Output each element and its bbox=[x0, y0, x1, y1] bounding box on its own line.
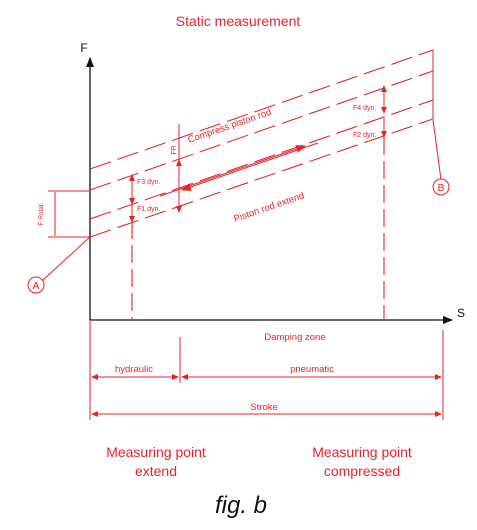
f3-label: F3 dyn. bbox=[137, 179, 160, 186]
marker-a-label: A bbox=[33, 281, 40, 292]
measuring-point-extend-line1: Measuring point bbox=[106, 444, 206, 460]
f2-label: F2 dyn. bbox=[353, 132, 376, 139]
stroke-label: Stroke bbox=[250, 402, 277, 413]
marker-a-leader bbox=[41, 236, 91, 282]
extend-label: Piston rod extend bbox=[232, 190, 305, 224]
marker-b-leader bbox=[432, 119, 442, 181]
diagram-title: Static measurement bbox=[176, 13, 301, 29]
figure-caption: fig. b bbox=[215, 492, 267, 519]
measuring-point-compressed-line2: compressed bbox=[324, 463, 400, 479]
measuring-point-extend-line2: extend bbox=[135, 463, 177, 479]
fr-label: FR bbox=[171, 145, 178, 154]
x-axis-label: S bbox=[457, 306, 465, 320]
marker-a-circle bbox=[27, 276, 45, 294]
f4-label: F4 dyn. bbox=[353, 105, 376, 112]
extend-arrow bbox=[181, 142, 319, 191]
force-line-3 bbox=[89, 70, 434, 191]
marker-b-circle bbox=[432, 178, 450, 196]
force-line-2 bbox=[89, 99, 434, 220]
compress-label: Compress piston rod bbox=[186, 107, 272, 146]
pneumatic-label: pneumatic bbox=[290, 364, 334, 375]
marker-b-label: B bbox=[438, 183, 445, 194]
damping-zone-label: Damping zone bbox=[264, 332, 325, 343]
frstat-label: F Rstat. bbox=[38, 202, 45, 225]
y-axis-label: F bbox=[80, 41, 87, 55]
force-line-4 bbox=[89, 49, 434, 170]
measuring-point-compressed-line1: Measuring point bbox=[312, 444, 412, 460]
f1-label: F1 dyn. bbox=[137, 206, 160, 213]
force-line-1 bbox=[89, 118, 434, 238]
hydraulic-label: hydraulic bbox=[115, 364, 153, 375]
